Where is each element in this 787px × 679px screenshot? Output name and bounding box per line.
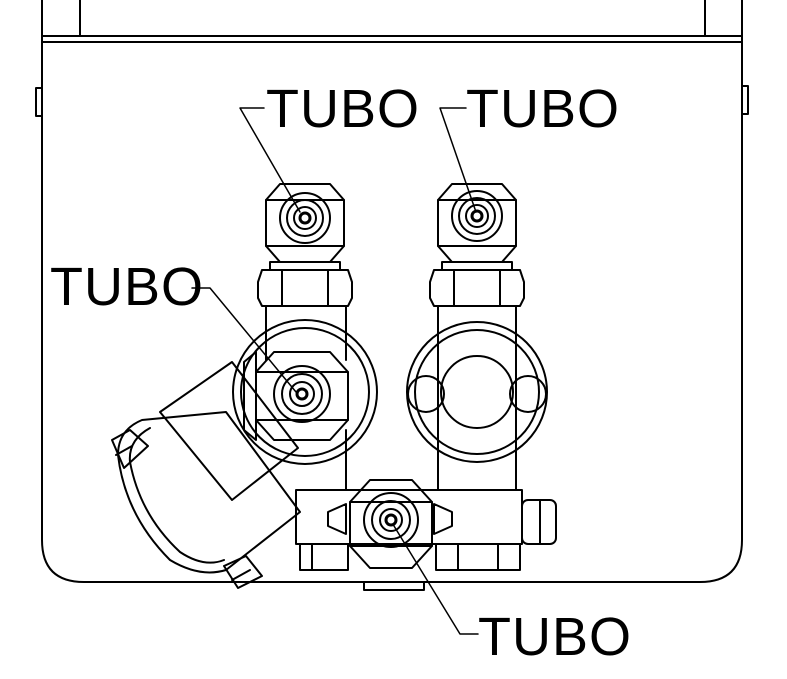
bottom-manifold [296,490,556,570]
callout-label-top-right: TUBO [466,79,621,139]
callout-label-left: TUBO [50,257,205,317]
callout-label-bottom: TUBO [478,607,633,667]
callout-label-top-left: TUBO [266,79,421,139]
leader-left [192,288,296,392]
fitting-top-left [258,184,352,490]
leader-lines [192,108,478,634]
valve-body-right [407,322,547,462]
fitting-top-right [430,184,524,490]
leader-top-right [440,108,476,212]
leader-bottom [394,526,478,634]
fitting-left [244,352,348,440]
enclosure-housing [36,0,748,590]
valve-body-left [233,320,377,464]
filter-canister [112,362,300,588]
leader-top-left [240,108,300,212]
fitting-bottom [350,480,432,568]
